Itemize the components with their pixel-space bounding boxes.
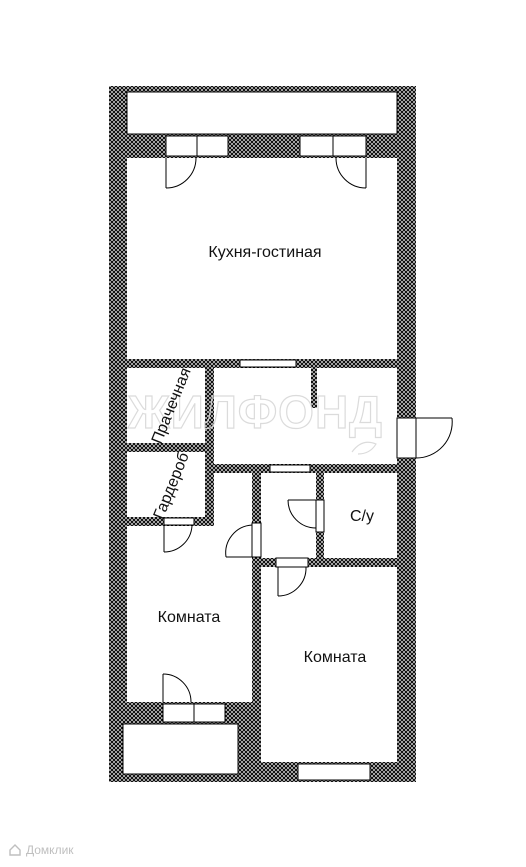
room-label-bathroom: С/у bbox=[350, 508, 374, 525]
door-entrance bbox=[396, 417, 453, 459]
windows bbox=[162, 135, 371, 781]
room-label-kitchen-living: Кухня-гостиная bbox=[208, 244, 321, 261]
balcony-bottom-left bbox=[122, 723, 239, 775]
balcony2-right-wall bbox=[238, 724, 261, 782]
balcony-top bbox=[126, 91, 398, 135]
door-balcony-left bbox=[165, 157, 197, 189]
watermark-swirl bbox=[351, 441, 377, 455]
room-label-right-room: Комната bbox=[304, 649, 367, 666]
outer-wall-top bbox=[109, 86, 416, 92]
room-label-wardrobe: Гардероб bbox=[151, 450, 193, 522]
door-balcony-right bbox=[335, 157, 367, 189]
room-label-left-room: Комната bbox=[158, 609, 221, 626]
door-wardrobe bbox=[163, 525, 193, 553]
window-right-room bbox=[297, 763, 371, 781]
opening-corridor-hall bbox=[269, 464, 311, 473]
wardrobe-right-wall bbox=[205, 452, 214, 526]
watermark-text: ЖИЛФОНД bbox=[127, 386, 383, 438]
corridor-stub-wall bbox=[311, 368, 317, 408]
left-room-right-wall bbox=[252, 473, 261, 762]
doors bbox=[162, 157, 453, 703]
door-right-room bbox=[275, 557, 309, 597]
door-bathroom bbox=[287, 499, 325, 533]
opening-kitchen-corridor bbox=[239, 359, 297, 368]
house-icon bbox=[9, 844, 21, 856]
door-left-balcony bbox=[162, 673, 192, 703]
opening-wardrobe-room bbox=[163, 517, 195, 526]
outer-wall-left bbox=[109, 86, 127, 782]
laundry-bottom-wall bbox=[127, 443, 214, 452]
right-room-top-wall bbox=[261, 558, 397, 567]
laundry-right-wall bbox=[205, 368, 214, 464]
footer-brand: Домклик bbox=[8, 843, 74, 857]
watermark: ЖИЛФОНД bbox=[126, 385, 383, 455]
footer-brand-text: Домклик bbox=[26, 843, 74, 857]
door-left-room bbox=[225, 522, 262, 558]
